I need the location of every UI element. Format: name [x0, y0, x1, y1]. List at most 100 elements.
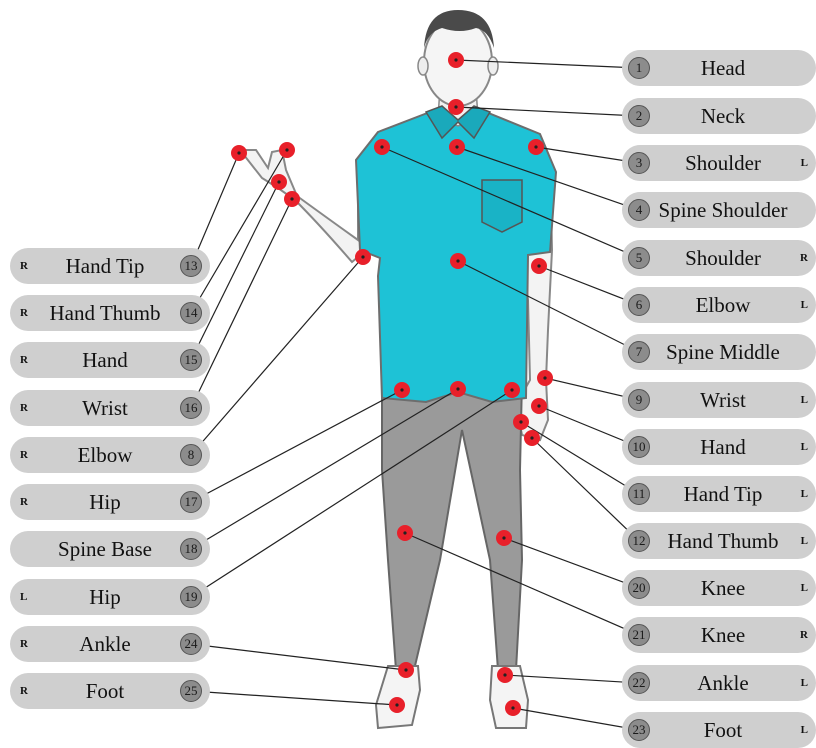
joint-marker-center — [537, 264, 540, 267]
side-indicator: L — [20, 579, 27, 615]
joint-marker-center — [502, 536, 505, 539]
joint-number-badge: 25 — [180, 680, 202, 702]
joint-number-badge: 20 — [628, 577, 650, 599]
side-indicator: L — [801, 382, 808, 418]
side-indicator: L — [801, 287, 808, 323]
joint-number-badge: 21 — [628, 624, 650, 646]
joint-number-badge: 2 — [628, 105, 650, 127]
joint-marker-center — [455, 145, 458, 148]
joint-name: Hand — [652, 429, 794, 465]
joint-name: Wrist — [652, 382, 794, 418]
joint-marker-center — [503, 673, 506, 676]
joint-marker-center — [456, 259, 459, 262]
joint-marker-center — [400, 388, 403, 391]
joint-number-badge: 22 — [628, 672, 650, 694]
joint-number-badge: 5 — [628, 247, 650, 269]
joint-name: Spine Shoulder — [652, 192, 794, 228]
joint-label-2: 2Neck — [622, 98, 816, 134]
joint-name: Head — [652, 50, 794, 86]
joint-label-16: 16WristR — [10, 390, 210, 426]
joint-marker-center — [456, 387, 459, 390]
joint-number-badge: 10 — [628, 436, 650, 458]
joint-marker-center — [380, 145, 383, 148]
joint-marker-center — [290, 197, 293, 200]
joint-name: Hand — [34, 342, 176, 378]
joint-name: Spine Base — [34, 531, 176, 567]
joint-marker-center — [543, 376, 546, 379]
side-indicator: L — [801, 712, 808, 748]
joint-marker-center — [534, 145, 537, 148]
joint-marker-center — [537, 404, 540, 407]
side-indicator: R — [20, 390, 28, 426]
side-indicator: R — [20, 295, 28, 331]
joint-number-badge: 1 — [628, 57, 650, 79]
joint-number-badge: 6 — [628, 294, 650, 316]
side-indicator: R — [800, 617, 808, 653]
joint-marker-center — [454, 105, 457, 108]
side-indicator: R — [20, 484, 28, 520]
joint-number-badge: 15 — [180, 349, 202, 371]
joint-name: Knee — [652, 570, 794, 606]
joint-marker-center — [277, 180, 280, 183]
joint-marker-center — [519, 420, 522, 423]
joint-name: Foot — [34, 673, 176, 709]
joint-number-badge: 19 — [180, 586, 202, 608]
joint-marker-center — [404, 668, 407, 671]
joint-name: Wrist — [34, 390, 176, 426]
side-indicator: R — [800, 240, 808, 276]
joint-name: Ankle — [34, 626, 176, 662]
joint-number-badge: 23 — [628, 719, 650, 741]
side-indicator: L — [801, 570, 808, 606]
joint-label-23: 23FootL — [622, 712, 816, 748]
joint-number-badge: 13 — [180, 255, 202, 277]
side-indicator: L — [801, 523, 808, 559]
joint-label-19: 19HipL — [10, 579, 210, 615]
joint-label-12: 12Hand ThumbL — [622, 523, 816, 559]
joint-number-badge: 14 — [180, 302, 202, 324]
joint-name: Foot — [652, 712, 794, 748]
side-indicator: L — [801, 145, 808, 181]
side-indicator: R — [20, 626, 28, 662]
joint-name: Hip — [34, 484, 176, 520]
joint-marker-center — [285, 148, 288, 151]
side-indicator: R — [20, 342, 28, 378]
joint-name: Shoulder — [652, 145, 794, 181]
joint-number-badge: 4 — [628, 199, 650, 221]
joint-name: Ankle — [652, 665, 794, 701]
joint-name: Knee — [652, 617, 794, 653]
side-indicator: L — [801, 429, 808, 465]
joint-name: Hand Tip — [652, 476, 794, 512]
joint-name: Hand Tip — [34, 248, 176, 284]
joint-number-badge: 11 — [628, 483, 650, 505]
joint-number-badge: 12 — [628, 530, 650, 552]
joint-label-14: 14Hand ThumbR — [10, 295, 210, 331]
joint-label-20: 20KneeL — [622, 570, 816, 606]
joint-name: Shoulder — [652, 240, 794, 276]
joint-name: Neck — [652, 98, 794, 134]
joint-name: Hand Thumb — [652, 523, 794, 559]
joint-name: Elbow — [652, 287, 794, 323]
joint-name: Hip — [34, 579, 176, 615]
joint-number-badge: 8 — [180, 444, 202, 466]
side-indicator: R — [20, 437, 28, 473]
joint-number-badge: 7 — [628, 341, 650, 363]
joint-name: Elbow — [34, 437, 176, 473]
side-indicator: R — [20, 673, 28, 709]
joint-marker-center — [403, 531, 406, 534]
side-indicator: L — [801, 476, 808, 512]
side-indicator: L — [801, 665, 808, 701]
